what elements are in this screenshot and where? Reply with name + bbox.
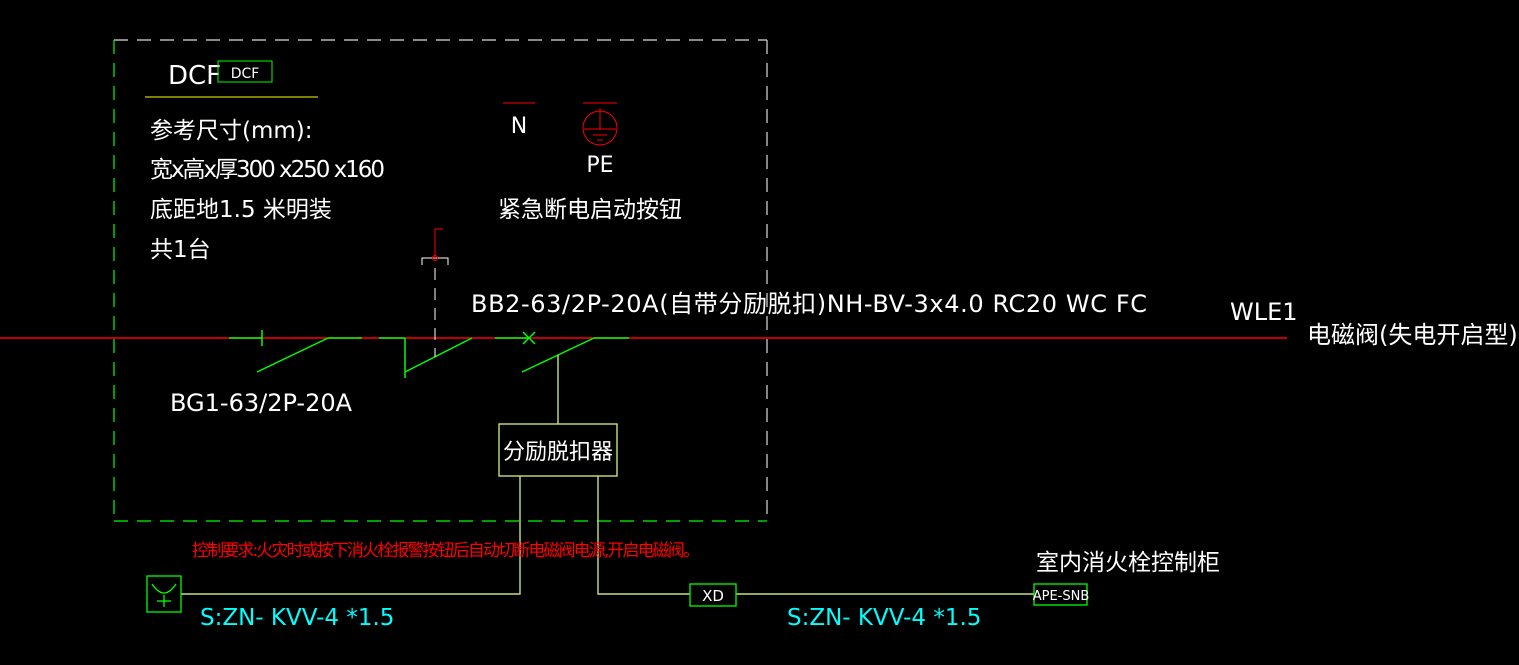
- breaker-symbols: [229, 330, 629, 378]
- emergency-button-label: 紧急断电启动按钮: [498, 197, 682, 223]
- shunt-trip-label: 分励脱扣器: [503, 440, 613, 465]
- enclosure-dashed-box: [113, 39, 768, 522]
- main-breaker-label: BG1-63/2P-20A: [170, 389, 353, 417]
- box-line-3: 底距地1.5 米明装: [150, 197, 332, 223]
- box-tag-frame: [217, 60, 273, 83]
- box-line-1: 参考尺寸(mm):: [150, 118, 313, 144]
- pe-label: PE: [586, 153, 613, 178]
- control-note: 控制要求:火灾时或按下消火栓报警按钮后自动切断电磁阀电源,开启电磁阀。: [192, 541, 700, 561]
- box-title: DCF: [168, 61, 221, 91]
- circuit-id: WLE1: [1230, 298, 1298, 326]
- cabinet-label: 室内消火栓控制柜: [1036, 550, 1220, 576]
- cable-right-label: S:ZN- KVV-4 *1.5: [787, 605, 981, 631]
- xd-label: XD: [702, 587, 724, 605]
- earth-icon: [582, 102, 618, 146]
- n-label: N: [511, 114, 527, 139]
- signal-icon: [146, 575, 182, 613]
- cabinet-tag: APE-SNB: [1033, 589, 1090, 604]
- box-line-2: 宽x高x厚300 x250 x160: [150, 157, 385, 183]
- shunt-trip-box: [498, 423, 618, 477]
- emergency-button-symbol: [421, 228, 449, 357]
- cable-left-label: S:ZN- KVV-4 *1.5: [200, 605, 394, 631]
- cabinet-tag-box: [1033, 583, 1088, 606]
- box-line-4: 共1台: [150, 237, 211, 263]
- box-tag: DCF: [231, 66, 260, 82]
- xd-box: [689, 583, 737, 607]
- control-wiring: [181, 355, 1034, 595]
- load-label: 电磁阀(失电开启型): [1307, 321, 1518, 349]
- branch-breaker-label: BB2-63/2P-20A(自带分励脱扣)NH-BV-3x4.0 RC20 WC…: [471, 290, 1147, 318]
